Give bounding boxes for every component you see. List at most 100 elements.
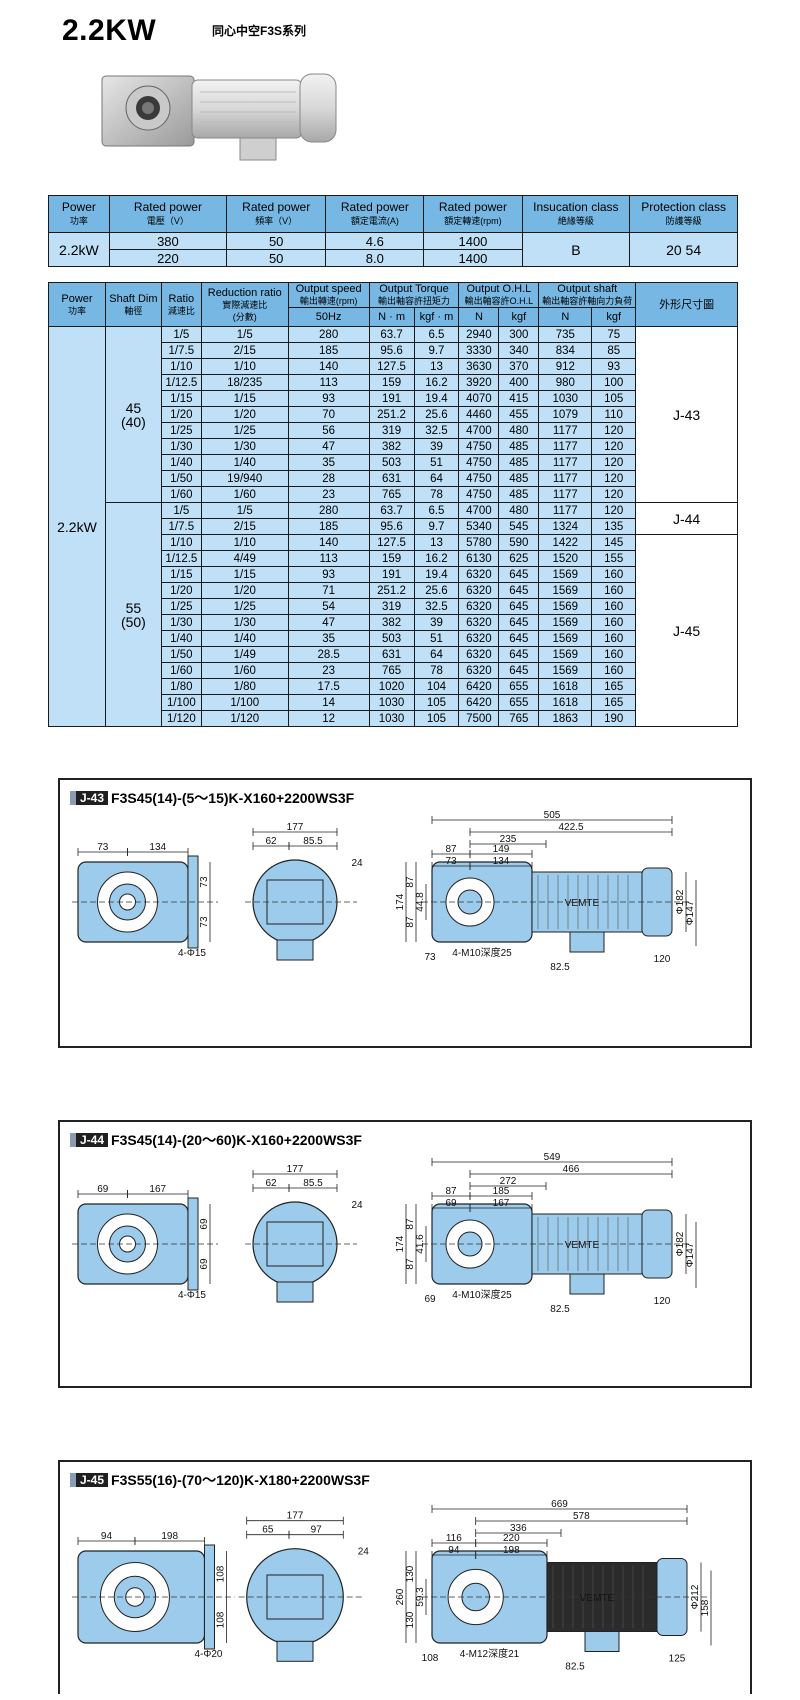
torque-nm-cell: 1030: [368, 694, 415, 711]
shaft-dim-alt: (50): [120, 613, 146, 630]
unit-n: N: [458, 307, 500, 327]
reduction-cell: 1/10: [200, 534, 289, 551]
axial-kgf-cell: 93: [591, 358, 637, 375]
reduction-cell: 1/20: [200, 582, 289, 599]
ohl-n-cell: 4750: [458, 470, 500, 487]
assembly-terminal-box: [569, 931, 605, 953]
axial-kgf-cell: 85: [591, 342, 637, 359]
assembly-dim-i: 578: [573, 1511, 590, 1522]
assembly-terminal-box: [584, 1631, 620, 1652]
assembly-total-length: 669: [551, 1499, 568, 1510]
ohl-kgf-cell: 480: [498, 422, 540, 439]
assembly-total-length: 549: [544, 1152, 561, 1163]
assembly-dim-t: Φ182: [675, 889, 686, 914]
ohl-n-cell: 4700: [458, 502, 500, 519]
axial-n-cell: 1618: [538, 678, 593, 695]
axial-n-cell: 1618: [538, 694, 593, 711]
assembly-dim-s: 44.8: [415, 892, 426, 912]
assembly-dim-k: 87: [445, 844, 457, 855]
side-dim-h: 24: [351, 858, 363, 869]
dimension-ref: J-43: [635, 326, 738, 503]
insulation-value: B: [521, 232, 631, 267]
assembly-dim-s: 59.3: [415, 1587, 426, 1607]
torque-nm-cell: 319: [368, 422, 415, 439]
rated-power-value: 2.2kW: [48, 232, 110, 267]
gear-motor-photo: [101, 73, 337, 161]
assembly-dim-l: 220: [503, 1533, 520, 1544]
axial-n-cell: 912: [538, 358, 593, 375]
ratio-cell: 1/50: [160, 646, 202, 663]
assembly-dim-o: 260: [395, 1588, 406, 1605]
ratio-cell: 1/25: [160, 598, 202, 615]
torque-nm-cell: 1030: [368, 710, 415, 727]
speed-cell: 280: [287, 502, 370, 519]
side-dim-width: 177: [287, 1511, 304, 1522]
unit-kgf: kgf: [591, 307, 637, 327]
ohl-kgf-cell: 645: [498, 630, 540, 647]
ohl-kgf-cell: 625: [498, 550, 540, 567]
ratio-cell: 1/7.5: [160, 518, 202, 535]
thread-label: 4-M10深度25: [452, 1288, 512, 1301]
side-view-base: [276, 1640, 314, 1662]
side-dim-f: 62: [265, 1178, 277, 1189]
ohl-kgf-cell: 655: [498, 678, 540, 695]
axial-kgf-cell: 120: [591, 486, 637, 503]
ohl-n-cell: 4750: [458, 438, 500, 455]
shaft-dim-cell: 45(40): [104, 326, 162, 503]
ohl-kgf-cell: 645: [498, 646, 540, 663]
ohl-kgf-cell: 590: [498, 534, 540, 551]
drawing-tag: J-45: [70, 1473, 109, 1487]
front-dim-b: 167: [149, 1184, 166, 1195]
axial-kgf-cell: 165: [591, 694, 637, 711]
axial-n-cell: 1569: [538, 582, 593, 599]
reduction-cell: 1/25: [200, 422, 289, 439]
axial-n-cell: 1863: [538, 710, 593, 727]
ratio-cell: 1/60: [160, 662, 202, 679]
ohl-n-cell: 6320: [458, 566, 500, 583]
axial-kgf-cell: 120: [591, 438, 637, 455]
spec-header-dimension: 外形尺寸圖: [635, 282, 738, 327]
assembly-dim-j: 235: [500, 834, 517, 845]
front-dim-a: 73: [97, 842, 109, 853]
ohl-n-cell: 6320: [458, 598, 500, 615]
torque-kgfm-cell: 25.6: [413, 582, 460, 599]
ohl-kgf-cell: 645: [498, 614, 540, 631]
torque-kgfm-cell: 16.2: [413, 374, 460, 391]
ohl-n-cell: 3330: [458, 342, 500, 359]
speed-cell: 1400: [423, 249, 523, 267]
ohl-kgf-cell: 645: [498, 662, 540, 679]
ohl-kgf-cell: 370: [498, 358, 540, 375]
reduction-cell: 1/5: [200, 502, 289, 519]
ohl-n-cell: 5340: [458, 518, 500, 535]
torque-kgfm-cell: 25.6: [413, 406, 460, 423]
torque-nm-cell: 1020: [368, 678, 415, 695]
speed-cell: 1400: [423, 232, 523, 250]
ohl-n-cell: 6320: [458, 646, 500, 663]
ratio-cell: 1/50: [160, 470, 202, 487]
model-code: F3S45(14)-(20～60)K-X160+2200WS3F: [111, 1132, 362, 1148]
dimension-ref: J-44: [635, 502, 738, 535]
axial-n-cell: 1569: [538, 646, 593, 663]
torque-kgfm-cell: 104: [413, 678, 460, 695]
dimension-ref: J-45: [635, 534, 738, 727]
ohl-kgf-cell: 485: [498, 454, 540, 471]
front-dim-d: 73: [199, 916, 210, 928]
front-dim-c: 108: [216, 1565, 227, 1582]
drawing-tag: J-44: [70, 1133, 109, 1147]
speed-cell: 113: [287, 374, 370, 391]
axial-kgf-cell: 110: [591, 406, 637, 423]
assembly-dim-q: 87: [405, 916, 416, 928]
ohl-n-cell: 3920: [458, 374, 500, 391]
reduction-cell: 1/80: [200, 678, 289, 695]
shaft-dim: 45: [125, 399, 142, 416]
